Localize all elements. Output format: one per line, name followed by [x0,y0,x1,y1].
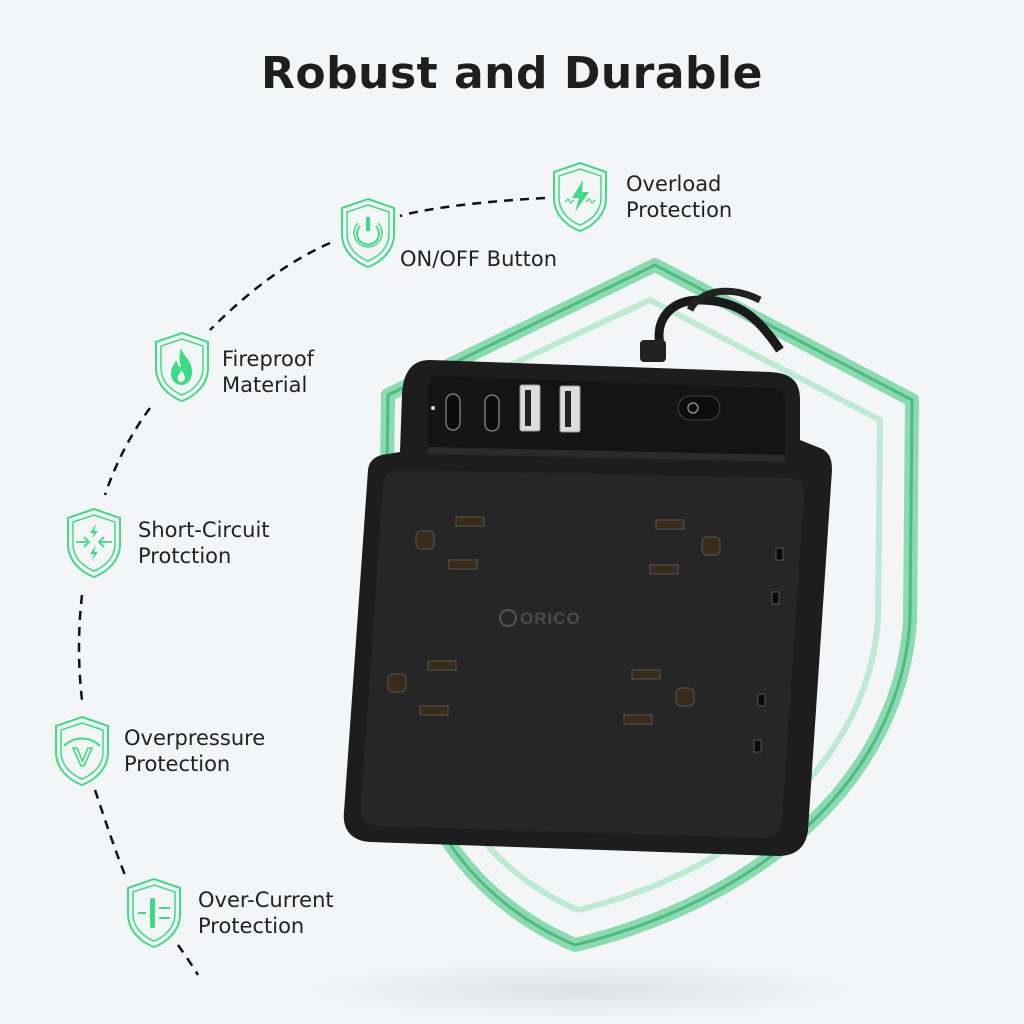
feature-label: Over-Current Protection [198,888,334,938]
lightning-bolt-icon [553,161,607,233]
power-icon [341,197,395,269]
svg-text:ORICO: ORICO [520,609,581,628]
feature-overpressure: Overpressure Protection [50,714,265,788]
v-gauge-icon [55,715,109,787]
feature-fireproof: Fireproof Material [150,330,314,404]
page-title: Robust and Durable [261,48,763,99]
feature-short-circuit: Short-Circuit Protction [62,506,270,580]
feature-over-current: Over-Current Protection [122,876,334,950]
feature-label: Fireproof Material [222,347,315,397]
feature-overload: Overload Protection [548,160,732,234]
feature-label: Short-Circuit Protction [138,518,270,568]
feature-label: Overload Protection [626,172,733,222]
current-bars-icon [127,877,181,949]
flame-icon [155,331,209,403]
power-strip: ORICO [343,360,832,856]
converging-arrows-bolt-icon [67,507,121,579]
feature-label: ON/OFF Button [400,247,558,271]
floor-reflection [300,960,860,1020]
feature-label: Overpressure Protection [124,726,266,776]
